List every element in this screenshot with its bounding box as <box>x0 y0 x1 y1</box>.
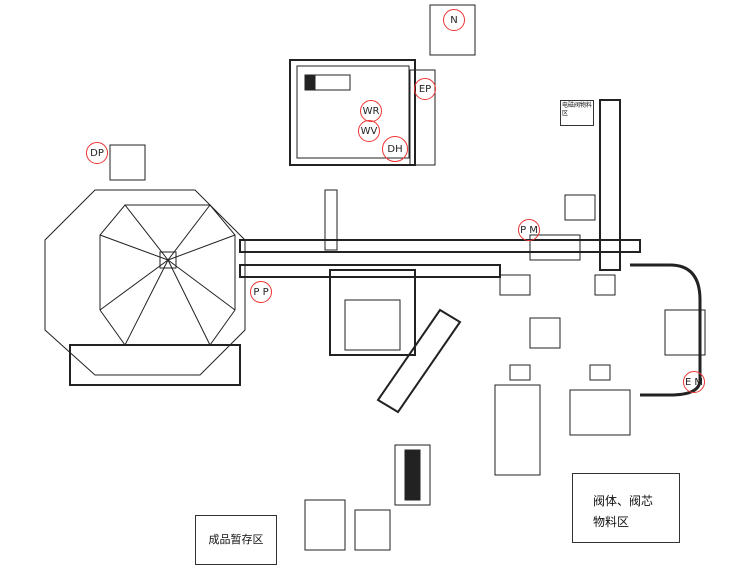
marker-pm: P M <box>518 219 540 241</box>
valve-area-line1: 阀体、阀芯 <box>593 494 654 508</box>
valve-area-line2: 物料区 <box>593 515 630 529</box>
rotary-table <box>44 144 246 386</box>
marker-ep: EP <box>414 78 436 100</box>
marker-n: N <box>443 9 465 31</box>
top-station <box>289 4 476 166</box>
marker-pp: P P <box>250 281 272 303</box>
marker-wr: WR <box>360 100 382 122</box>
finished-goods-area: 成品暂存区 <box>195 515 277 565</box>
valve-material-area: 阀体、阀芯 物料区 <box>572 473 680 543</box>
marker-wv: WV <box>358 120 380 142</box>
lower-stations <box>304 274 706 551</box>
solenoid-area-label: 电磁阀物料区 <box>560 100 594 126</box>
marker-dp: DP <box>86 142 108 164</box>
marker-dh: DH <box>382 136 408 162</box>
main-conveyor <box>239 99 702 397</box>
marker-em: E M <box>683 371 705 393</box>
